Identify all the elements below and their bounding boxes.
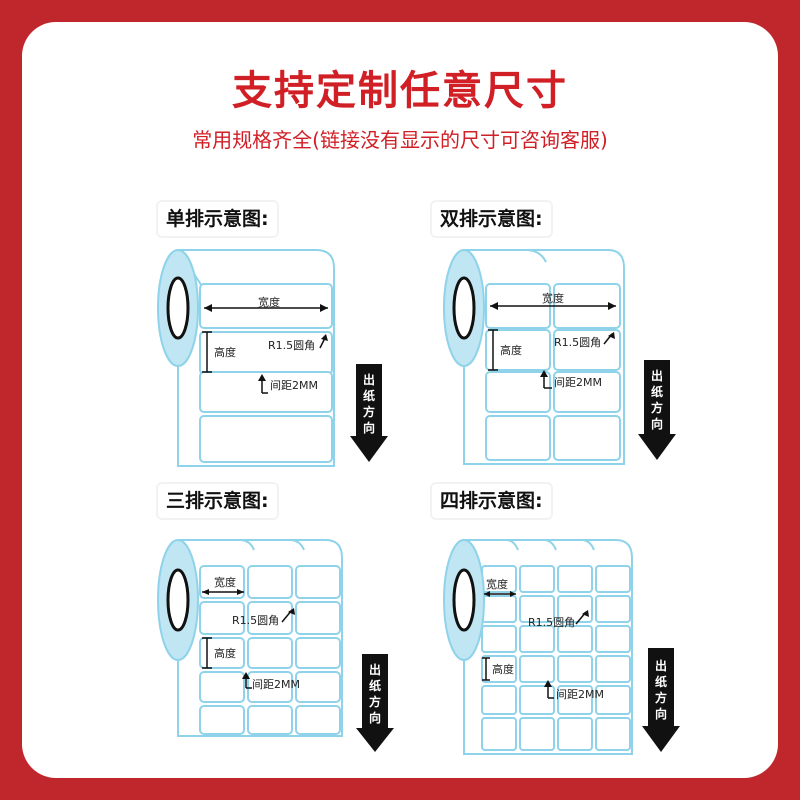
width-dimension [490, 302, 616, 310]
direction-char: 出 [363, 372, 375, 387]
page-title: 支持定制任意尺寸 [232, 68, 568, 114]
direction-label: 出 纸 方 向 [363, 372, 375, 435]
gap-label: 间距2MM [252, 678, 300, 691]
corner-pointer [319, 334, 328, 349]
roll-diagram-quad: 宽度 R1.5圆角 高度 间距2MM 出 纸 方 向 [443, 539, 680, 755]
gap-pointer [242, 672, 252, 689]
height-label: 高度 [492, 662, 514, 676]
label-roll-triple [177, 539, 343, 737]
direction-char: 纸 [363, 388, 375, 403]
panel-label-triple: 三排示意图: [158, 484, 277, 518]
direction-char: 纸 [655, 674, 667, 689]
panel-label-quad: 四排示意图: [432, 484, 551, 518]
height-label: 高度 [214, 646, 236, 660]
direction-char: 方 [369, 694, 381, 709]
direction-char: 向 [651, 416, 663, 431]
roll-core-quad [443, 539, 485, 661]
direction-char: 方 [655, 690, 667, 705]
gap-label: 间距2MM [270, 379, 318, 392]
down-arrow-icon [356, 654, 394, 752]
direction-char: 向 [369, 710, 381, 725]
label-roll-single [177, 249, 335, 467]
roll-diagram-single: 宽度 高度 R1.5圆角 间距2MM 出 纸 方 向 [157, 249, 388, 467]
corner-label: R1.5圆角 [528, 616, 575, 629]
label-roll-double [463, 249, 625, 465]
height-label: 高度 [500, 343, 522, 357]
direction-char: 方 [363, 404, 375, 419]
gap-label: 间距2MM [556, 688, 604, 701]
gap-pointer [544, 680, 554, 699]
direction-label: 出 纸 方 向 [655, 658, 667, 721]
direction-label: 出 纸 方 向 [369, 662, 381, 725]
width-label: 宽度 [214, 575, 236, 589]
height-dimension [202, 331, 212, 373]
direction-char: 出 [655, 658, 667, 673]
height-dimension [482, 657, 490, 681]
width-label: 宽度 [542, 291, 564, 305]
gap-pointer [258, 374, 268, 394]
label-roll-quad [463, 539, 633, 755]
direction-char: 向 [363, 420, 375, 435]
width-dimension [202, 589, 244, 595]
roll-diagram-triple: 宽度 R1.5圆角 高度 间距2MM 出 纸 方 向 [157, 539, 394, 752]
height-dimension [488, 329, 498, 371]
direction-char: 向 [655, 706, 667, 721]
gap-pointer [540, 370, 552, 389]
height-dimension [202, 637, 212, 669]
direction-char: 出 [651, 368, 663, 383]
corner-pointer [603, 332, 615, 345]
panel-label-single: 单排示意图: [158, 202, 277, 236]
width-dimension [204, 304, 328, 312]
corner-pointer [281, 608, 295, 623]
down-arrow-icon [642, 648, 680, 752]
width-label: 宽度 [486, 577, 508, 591]
direction-label: 出 纸 方 向 [651, 368, 663, 431]
roll-core-single [157, 249, 199, 367]
corner-label: R1.5圆角 [554, 336, 601, 349]
width-label: 宽度 [258, 295, 280, 309]
corner-pointer [575, 610, 589, 625]
direction-char: 出 [369, 662, 381, 677]
direction-char: 纸 [651, 384, 663, 399]
page-subtitle: 常用规格齐全(链接没有显示的尺寸可咨询客服) [192, 128, 608, 152]
down-arrow-icon [638, 360, 676, 460]
direction-char: 方 [651, 400, 663, 415]
corner-label: R1.5圆角 [232, 614, 279, 627]
roll-core-double [443, 249, 485, 367]
corner-label: R1.5圆角 [268, 339, 315, 352]
height-label: 高度 [214, 345, 236, 359]
roll-core-triple [157, 539, 199, 661]
down-arrow-icon [350, 364, 388, 462]
direction-char: 纸 [369, 678, 381, 693]
panel-label-double: 双排示意图: [432, 202, 551, 236]
gap-label: 间距2MM [554, 376, 602, 389]
roll-diagram-double: 宽度 高度 R1.5圆角 间距2MM 出 纸 方 向 [443, 249, 676, 465]
width-dimension [484, 591, 516, 597]
